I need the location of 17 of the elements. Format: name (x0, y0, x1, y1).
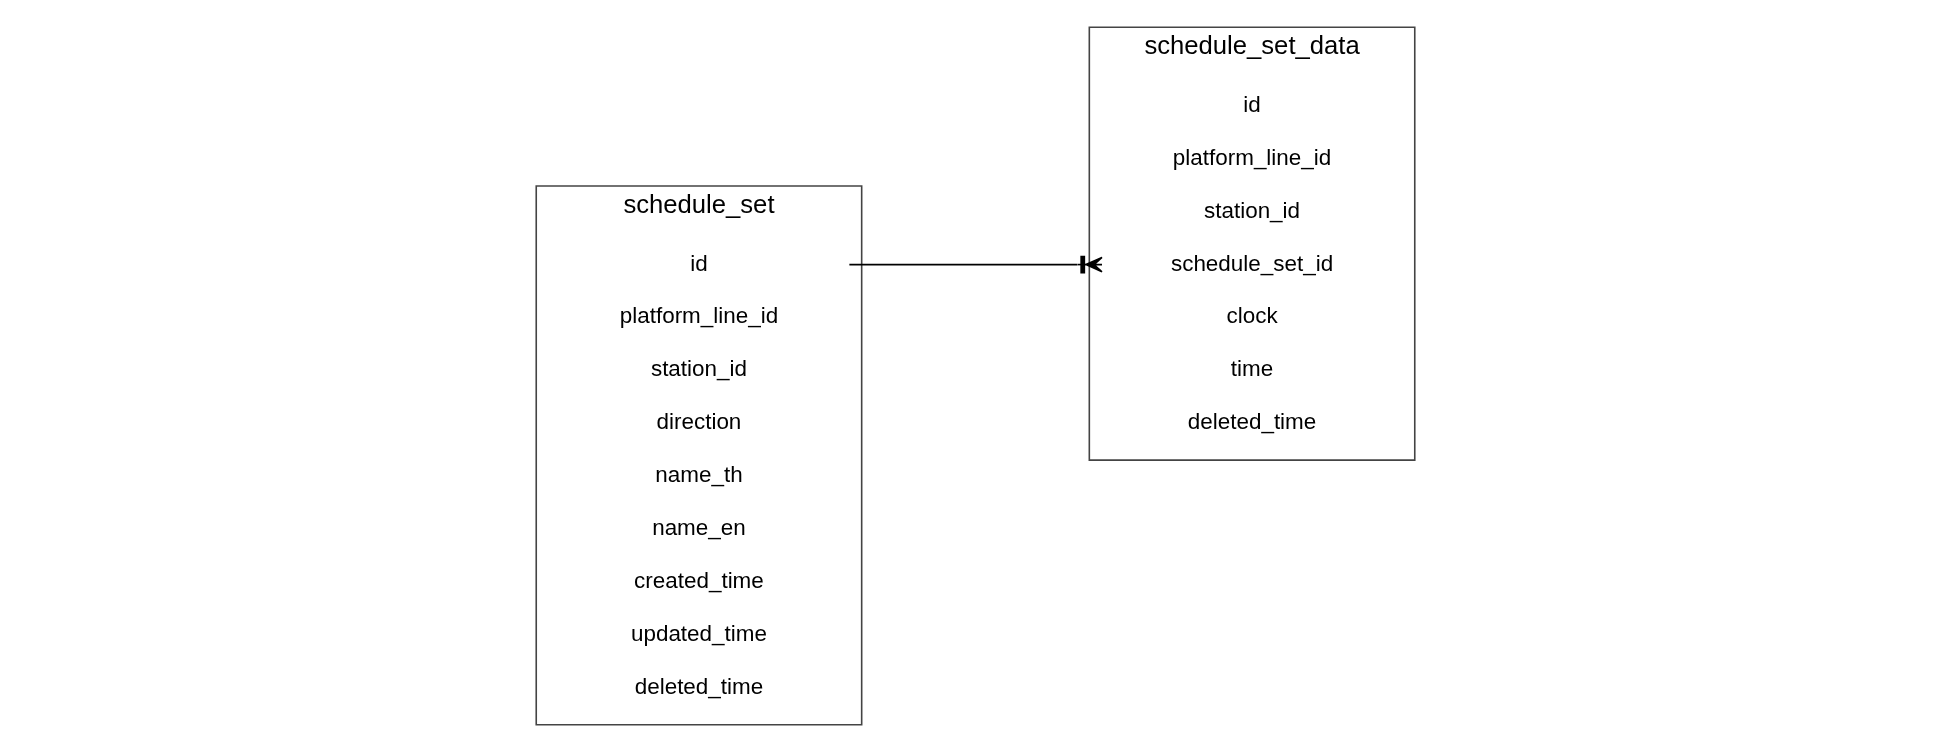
node-text: id (1243, 91, 1261, 117)
node-text: platform_line_id (619, 303, 779, 329)
node-text: clock (1226, 303, 1278, 329)
node-text: deleted_time (1187, 409, 1317, 435)
node-text: station_id (650, 356, 747, 382)
node-text: time (1230, 356, 1274, 382)
node-text: updated_time (630, 620, 767, 646)
node-text: platform_line_id (1172, 144, 1332, 170)
node-text: station_id (1204, 197, 1301, 223)
node-text: deleted_time (634, 673, 764, 699)
node-text: schedule_set_id (1170, 250, 1334, 276)
node-text: created_time (634, 567, 764, 593)
connector (848, 255, 1103, 274)
node-text: name_en (652, 515, 746, 541)
node-text: name_th (655, 462, 743, 488)
node-text: direction (656, 409, 742, 435)
node-text: id (690, 250, 708, 276)
